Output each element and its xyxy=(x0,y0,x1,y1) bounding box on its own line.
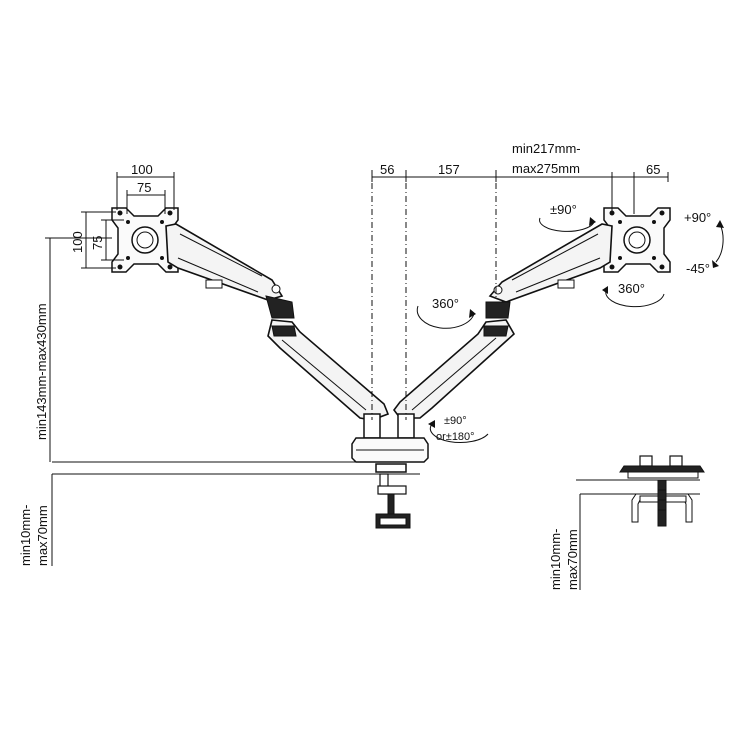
base-rotation-arrow xyxy=(428,420,489,444)
tilt-side-arrow xyxy=(712,220,724,268)
swivel-right-arrow xyxy=(602,286,665,308)
right-upper-arm xyxy=(485,223,613,319)
right-vesa-plate xyxy=(603,207,671,273)
left-lower-arm xyxy=(267,319,390,421)
offset-56-label: 56 xyxy=(380,162,394,177)
offset-65-label: 65 xyxy=(646,162,660,177)
tilt-plus-label: +90° xyxy=(684,210,711,225)
clamp-left-label-line2: max70mm xyxy=(35,505,50,566)
swivel-left-label: 360° xyxy=(432,296,459,311)
tilt-minus-label: -45° xyxy=(686,261,710,276)
swivel-right-label: 360° xyxy=(618,281,645,296)
clamp-right-label-line2: max70mm xyxy=(565,529,580,590)
desk-clamp xyxy=(375,463,411,529)
desk-line-left xyxy=(52,461,420,475)
height-range-dimension xyxy=(45,237,112,462)
offset-157-label: 157 xyxy=(438,162,460,177)
height-range-label: min143mm-max430mm xyxy=(34,303,49,440)
vesa-outer-height-label: 100 xyxy=(70,231,85,253)
center-offset-dimensions xyxy=(371,170,497,420)
tilt-right-top-arrow xyxy=(539,217,596,232)
left-vesa-plate xyxy=(111,207,179,273)
reach-label-line1: min217mm- xyxy=(512,141,581,156)
clamp-left-label-line1: min10mm- xyxy=(18,505,33,566)
base-rotation-label-line2: or±180° xyxy=(436,431,475,443)
reach-label-line2: max275mm xyxy=(512,161,580,176)
vesa-inner-width-label: 75 xyxy=(137,180,151,195)
swivel-left-arrow xyxy=(416,305,476,329)
tilt-right-top-label: ±90° xyxy=(550,202,577,217)
clamp-right-label-line1: min10mm- xyxy=(548,529,563,590)
vesa-outer-width-label: 100 xyxy=(131,162,153,177)
right-reach-dimensions xyxy=(496,172,669,214)
base-rotation-label-line1: ±90° xyxy=(444,415,467,427)
right-lower-arm xyxy=(393,319,516,419)
left-vesa-dimensions xyxy=(81,172,175,269)
center-base xyxy=(351,413,429,463)
vesa-inner-height-label: 75 xyxy=(90,236,105,250)
side-clamp-detail xyxy=(576,455,705,590)
left-upper-arm xyxy=(165,223,295,319)
